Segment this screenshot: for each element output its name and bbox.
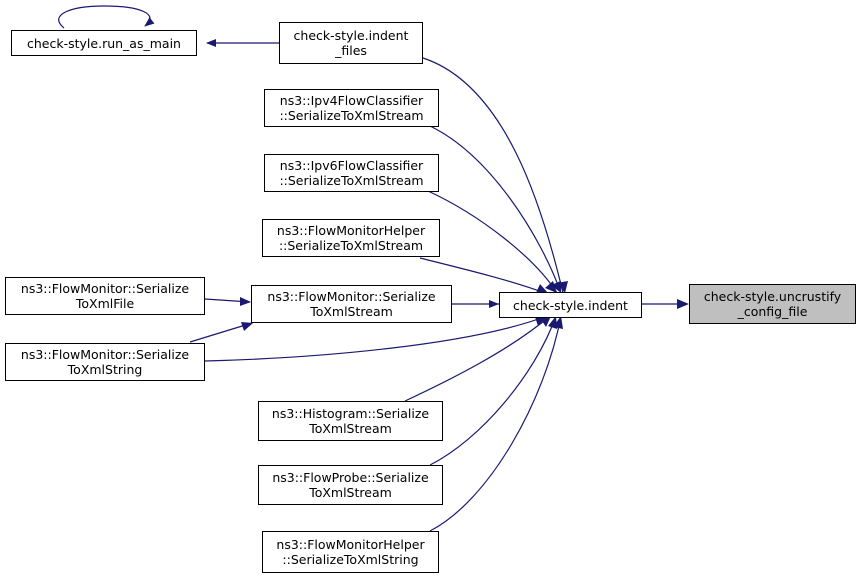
node-label-line: ::SerializeToXmlStream — [279, 108, 424, 123]
node-run-as-main[interactable]: check-style.run_as_main — [11, 30, 197, 56]
node-ipv6-flow-classifier[interactable]: ns3::Ipv6FlowClassifier ::SerializeToXml… — [264, 154, 439, 192]
node-label-line: check-style.indent — [293, 28, 409, 43]
edge-indent-to-fm-string — [204, 315, 548, 362]
node-flow-monitor-string[interactable]: ns3::FlowMonitor::Serialize ToXmlString — [5, 343, 205, 381]
arrowhead-from-fmh-string — [553, 316, 563, 329]
edge-indent-to-fmh-stream — [419, 257, 546, 294]
node-label-line: ns3::Ipv6FlowClassifier — [279, 158, 424, 173]
arrowhead-from-fmh-stream — [536, 284, 548, 293]
node-flow-monitor-file[interactable]: ns3::FlowMonitor::Serialize ToXmlFile — [5, 277, 205, 315]
arrowhead-from-histogram — [540, 316, 551, 327]
arrowhead-fm-file-edge — [240, 297, 251, 306]
node-ipv4-flow-classifier[interactable]: ns3::Ipv4FlowClassifier ::SerializeToXml… — [264, 89, 439, 127]
node-label-line: ns3::FlowMonitor::Serialize — [20, 347, 190, 362]
node-label-line: check-style.indent — [513, 297, 628, 313]
node-label-line: ::SerializeToXmlStream — [278, 238, 424, 253]
node-flow-monitor-helper-string[interactable]: ns3::FlowMonitorHelper ::SerializeToXmlS… — [262, 531, 439, 573]
node-flow-probe[interactable]: ns3::FlowProbe::Serialize ToXmlStream — [258, 465, 443, 505]
node-label-line: _config_file — [737, 304, 808, 319]
node-label-line: check-style.uncrustify — [703, 289, 842, 304]
node-indent[interactable]: check-style.indent — [499, 292, 642, 318]
node-flow-monitor-stream[interactable]: ns3::FlowMonitor::Serialize ToXmlStream — [251, 285, 452, 323]
arrowhead-from-fm-stream — [489, 300, 499, 308]
edge-indent-to-indent-files — [422, 57, 564, 294]
node-label-line: ToXmlStream — [309, 421, 392, 436]
node-label-line: ns3::FlowMonitor::Serialize — [267, 289, 436, 304]
edge-indent-to-histogram — [404, 315, 551, 402]
node-label-line: ::SerializeToXmlStream — [279, 173, 424, 188]
node-label-line: ::SerializeToXmlString — [282, 552, 419, 567]
node-histogram[interactable]: ns3::Histogram::Serialize ToXmlStream — [258, 401, 443, 441]
arrowhead-fm-string-edge — [241, 322, 253, 331]
arrowhead-from-ipv6 — [545, 281, 557, 293]
edge-run-as-main-self-loop — [58, 5, 155, 29]
node-label-line: _files — [335, 43, 367, 58]
node-label-line: ToXmlStream — [309, 485, 392, 500]
node-label-line: ToXmlString — [67, 362, 143, 377]
edge-indent-to-ipv6 — [427, 190, 558, 294]
node-label-line: check-style.run_as_main — [27, 35, 181, 51]
edge-indent-to-ipv4 — [429, 125, 562, 294]
node-indent-files[interactable]: check-style.indent _files — [279, 22, 423, 64]
node-label-line: ns3::FlowMonitor::Serialize — [20, 281, 190, 296]
node-label-line: ns3::Histogram::Serialize — [271, 406, 430, 421]
node-flow-monitor-helper-stream[interactable]: ns3::FlowMonitorHelper ::SerializeToXmlS… — [262, 219, 440, 257]
arrowhead-uncrustify-edge — [677, 299, 689, 309]
edge-fm-string-to-fm-stream — [189, 322, 253, 343]
node-uncrustify-config-file: check-style.uncrustify _config_file — [689, 284, 856, 324]
node-label-line: ToXmlStream — [310, 304, 393, 319]
node-label-line: ns3::FlowMonitorHelper — [276, 537, 425, 552]
node-label-line: ns3::Ipv4FlowClassifier — [279, 93, 424, 108]
node-label-line: ns3::FlowProbe::Serialize — [272, 470, 429, 485]
edge-indent-to-fmh-string — [429, 315, 562, 532]
node-label-line: ToXmlFile — [75, 296, 135, 311]
node-label-line: ns3::FlowMonitorHelper — [276, 223, 426, 238]
edge-indent-to-flowprobe — [429, 315, 557, 466]
